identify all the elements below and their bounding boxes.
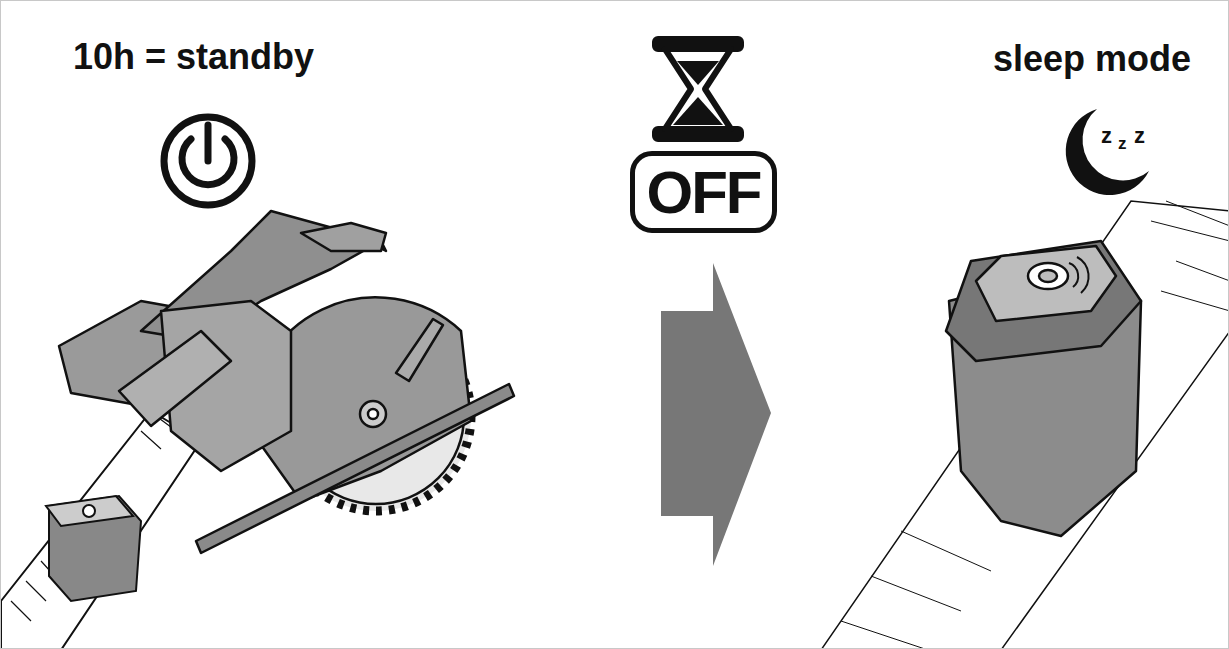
left-hose: [1, 411, 201, 649]
module-button: [1028, 263, 1068, 289]
power-bar: [205, 125, 212, 161]
moon-symbol: [1066, 109, 1149, 195]
hourglass-sand-top: [677, 61, 719, 85]
sleep-letter: z: [1134, 125, 1145, 147]
hose-body: [1, 411, 201, 649]
right-hose: [821, 201, 1229, 649]
power-symbol: [164, 117, 252, 205]
module-housing: [946, 241, 1141, 361]
wireless-waves: [1069, 257, 1089, 293]
dust-port: [119, 331, 231, 426]
saw-grip: [301, 223, 386, 251]
transition-arrow: [661, 263, 771, 566]
power-ring: [164, 117, 252, 205]
left-remote-module: [46, 496, 141, 601]
base-plate: [196, 384, 514, 553]
module-button: [83, 505, 95, 517]
hose-ribs: [11, 416, 179, 621]
module-top: [976, 246, 1116, 321]
module-button-center: [1039, 270, 1057, 282]
sleep-letter: z: [1118, 135, 1127, 152]
blade-bolt: [368, 409, 378, 419]
right-remote-module: [946, 241, 1141, 536]
hose-ribs: [841, 201, 1229, 649]
hourglass-symbol: [655, 39, 741, 139]
hourglass-sand-bottom: [673, 97, 723, 125]
state-label: sleep mode: [993, 41, 1191, 77]
hourglass-glass: [665, 49, 731, 129]
circular-saw: [59, 211, 514, 553]
sleep-letter: z: [1101, 125, 1112, 147]
module-top: [46, 496, 133, 526]
hose-body: [821, 201, 1229, 649]
status-badge: OFF: [630, 151, 777, 233]
depth-lever: [396, 319, 443, 381]
state-label: 10h = standby: [73, 39, 314, 75]
blade-arbor: [360, 401, 386, 427]
badge-text: OFF: [647, 158, 761, 227]
